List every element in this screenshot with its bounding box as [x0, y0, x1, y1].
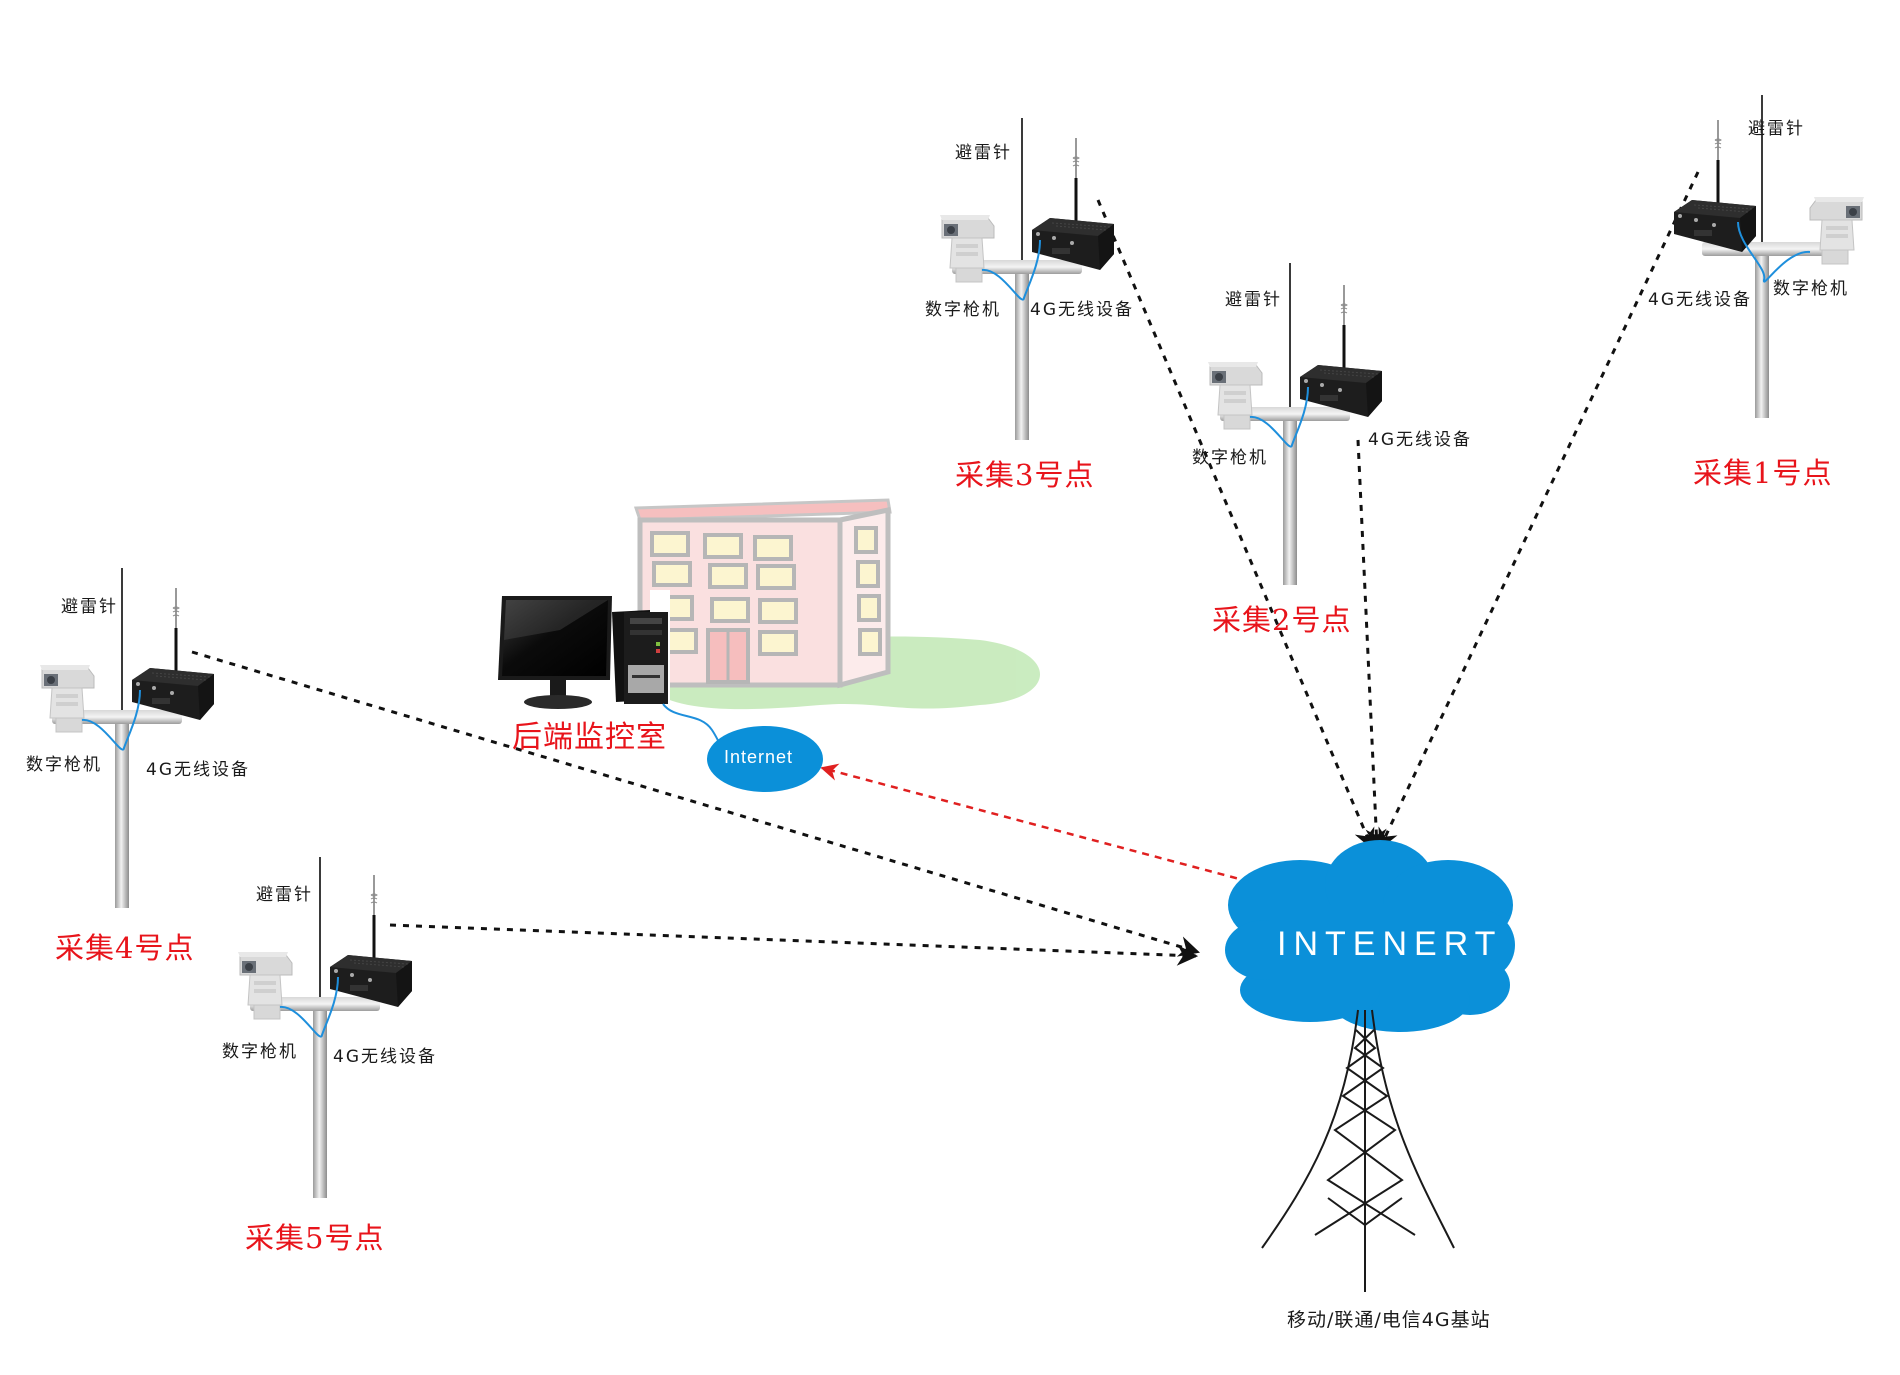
site-4-lightning-rod-label: 避雷针: [61, 597, 118, 617]
wireless-device-icon: [328, 873, 414, 1009]
cable: [1249, 386, 1309, 448]
site-5-station[interactable]: [237, 857, 414, 1198]
site-1-lightning-rod-label: 避雷针: [1748, 119, 1805, 139]
base-station-label: 移动/联通/电信4G基站: [1287, 1309, 1491, 1331]
site-3-station[interactable]: [939, 118, 1116, 440]
pole: [115, 714, 129, 908]
monitor-screen: [502, 600, 608, 676]
link-cloud-to-internet_node: [820, 763, 1263, 887]
control-room-title: 后端监控室: [512, 720, 667, 755]
control-building: [633, 498, 1040, 710]
pole: [313, 1001, 327, 1198]
site-1-device-label: 4G无线设备: [1648, 290, 1752, 310]
site-5-camera-label: 数字枪机: [222, 1042, 298, 1062]
site-4-station[interactable]: [39, 568, 216, 908]
internet-node-label: Internet: [724, 747, 794, 767]
base-station-tower: [1261, 1009, 1455, 1292]
link-site-1-to-cloud: [1378, 171, 1700, 850]
cable: [981, 239, 1041, 301]
site-3-device-label: 4G无线设备: [1030, 300, 1134, 320]
site-1-title: 采集1号点: [1693, 456, 1833, 490]
site-3-title: 采集3号点: [955, 458, 1095, 492]
site-2-station[interactable]: [1207, 263, 1384, 585]
site-2-lightning-rod-label: 避雷针: [1225, 290, 1282, 310]
cable: [1737, 221, 1811, 283]
site-1-camera-label: 数字枪机: [1773, 279, 1849, 299]
site-5-device-label: 4G无线设备: [333, 1047, 437, 1067]
site-5-lightning-rod-label: 避雷针: [256, 885, 313, 905]
site-2-camera-label: 数字枪机: [1192, 448, 1268, 468]
site-2-device-label: 4G无线设备: [1368, 430, 1472, 450]
site-5-title: 采集5号点: [245, 1221, 385, 1255]
site-3-lightning-rod-label: 避雷针: [955, 143, 1012, 163]
site-4-device-label: 4G无线设备: [146, 760, 250, 780]
pc-tower: [612, 610, 668, 704]
site-2-title: 采集2号点: [1212, 603, 1352, 637]
pole: [1283, 411, 1297, 585]
pole: [1755, 246, 1769, 418]
monitoring-computer[interactable]: [498, 590, 670, 709]
wireless-device-icon: [1030, 136, 1116, 272]
wireless-device-icon: [130, 586, 216, 722]
cloud-label: INTENERT: [1277, 925, 1503, 963]
pole: [1015, 264, 1029, 440]
internet-cloud[interactable]: [1225, 840, 1515, 1032]
cable: [279, 976, 339, 1038]
link-site-5-to-cloud: [389, 923, 1199, 966]
wireless-device-icon: [1298, 283, 1384, 419]
site-4-camera-label: 数字枪机: [26, 755, 102, 775]
link-site-2-to-cloud: [1356, 439, 1387, 851]
site-4-title: 采集4号点: [55, 931, 195, 965]
links-layer: [191, 171, 1700, 966]
site-1-station[interactable]: [1672, 95, 1865, 418]
cable: [81, 689, 141, 751]
internet-node[interactable]: [707, 726, 823, 792]
link-site-4-to-cloud: [191, 650, 1201, 957]
site-3-camera-label: 数字枪机: [925, 300, 1001, 320]
monitor: [498, 596, 612, 709]
link-site-3-to-cloud: [1096, 199, 1375, 850]
wireless-device-icon: [1672, 118, 1758, 254]
